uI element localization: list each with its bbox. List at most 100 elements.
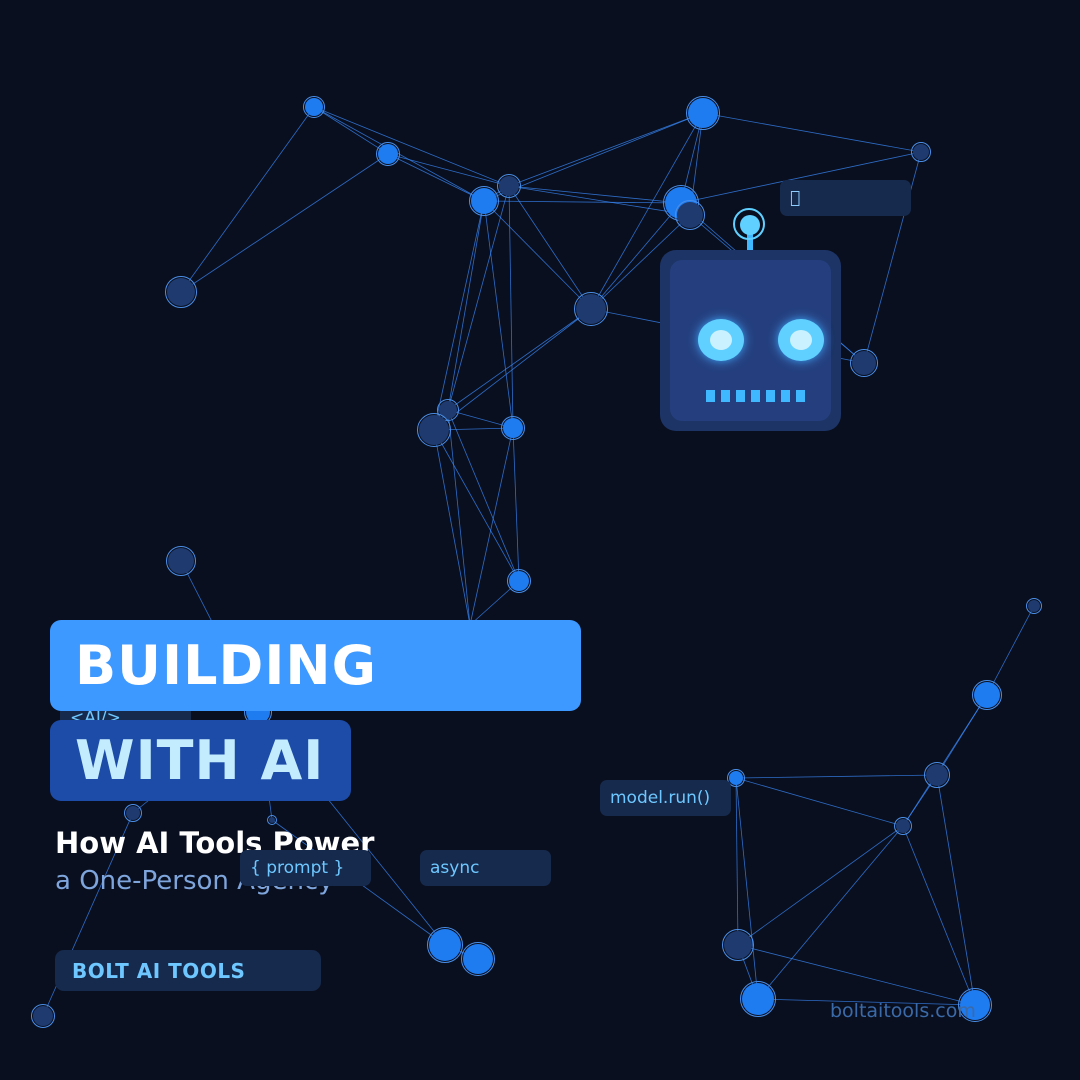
antenna-light <box>740 215 760 235</box>
network-edge <box>447 308 592 411</box>
antenna-ring <box>733 208 765 240</box>
network-edge <box>508 185 691 216</box>
network-node <box>499 176 519 196</box>
network-node-ring <box>165 276 197 308</box>
network-edge <box>735 777 739 946</box>
network-node <box>463 944 493 974</box>
network-node <box>439 401 457 419</box>
network-node <box>724 931 752 959</box>
network-node-ring <box>469 186 499 216</box>
network-edge <box>590 202 682 310</box>
robot-eye-right <box>778 319 824 361</box>
robot-mouth <box>706 390 805 402</box>
network-edge <box>508 112 704 187</box>
network-node-ring <box>727 769 745 787</box>
network-edge <box>469 427 514 626</box>
network-node-ring <box>427 927 463 963</box>
network-edge <box>483 200 592 310</box>
network-node <box>960 990 990 1020</box>
network-node-ring <box>958 988 992 1022</box>
network-node <box>1028 600 1040 612</box>
network-node-ring <box>574 292 608 326</box>
network-edge <box>387 153 485 202</box>
network-node-ring <box>850 349 878 377</box>
network-node <box>378 144 398 164</box>
network-node-ring <box>740 981 776 1017</box>
model-run-chip: model.run() <box>600 780 731 816</box>
network-node-ring <box>675 200 705 230</box>
network-node <box>677 202 703 228</box>
network-edge <box>757 825 904 1000</box>
network-edge <box>447 409 471 626</box>
network-node-ring <box>924 762 950 788</box>
network-edge <box>387 153 510 187</box>
network-edge <box>735 774 938 779</box>
robot-head <box>660 250 841 431</box>
network-edge <box>433 429 520 582</box>
network-node <box>126 806 140 820</box>
network-edge <box>447 185 510 411</box>
network-node <box>688 98 718 128</box>
network-node-ring <box>267 815 277 825</box>
network-node-ring <box>501 416 525 440</box>
network-node <box>168 548 194 574</box>
headline-line-2: WITH AI <box>50 720 351 801</box>
network-node <box>269 817 275 823</box>
network-edge <box>508 185 682 204</box>
network-node-ring <box>31 1004 55 1028</box>
network-edge <box>737 825 904 946</box>
network-edge <box>863 151 922 364</box>
network-edge <box>433 308 592 431</box>
network-node-ring <box>972 680 1002 710</box>
network-node <box>974 682 1000 708</box>
network-node <box>926 764 948 786</box>
network-edge <box>447 200 485 411</box>
network-edge <box>433 429 471 626</box>
antenna-stem <box>747 231 753 251</box>
headline-line-1: BUILDING <box>50 620 581 711</box>
network-edge <box>508 185 592 310</box>
network-edge <box>447 409 520 582</box>
network-node-ring <box>303 96 325 118</box>
robot-label-chip:   <box>780 180 911 216</box>
brand-badge: BOLT AI TOOLS <box>55 950 321 991</box>
network-node <box>167 278 195 306</box>
network-node <box>305 98 323 116</box>
network-node <box>852 351 876 375</box>
network-edge <box>433 200 485 431</box>
network-node-ring <box>722 929 754 961</box>
network-edge <box>702 112 922 153</box>
network-edge <box>680 151 922 204</box>
network-edge <box>902 694 988 827</box>
network-node-ring <box>911 142 931 162</box>
robot-icon <box>660 205 842 431</box>
network-node <box>913 144 929 160</box>
network-node <box>471 188 497 214</box>
website-url: boltaitools.com <box>830 1000 976 1022</box>
network-edge <box>986 605 1035 696</box>
network-edge <box>902 825 976 1006</box>
network-edge <box>469 580 520 626</box>
network-edge <box>180 106 315 293</box>
network-node-ring <box>124 804 142 822</box>
network-edge <box>757 998 976 1006</box>
network-edge <box>590 214 691 310</box>
network-node-ring <box>497 174 521 198</box>
robot-face <box>670 260 831 421</box>
network-edge <box>180 153 389 293</box>
network-node <box>509 571 529 591</box>
network-edge <box>590 112 704 310</box>
network-edge <box>735 777 904 827</box>
network-edge <box>483 200 682 204</box>
network-node-ring <box>417 413 451 447</box>
network-node <box>33 1006 53 1026</box>
network-node-ring <box>507 569 531 593</box>
async-chip: async <box>420 850 551 886</box>
network-node-ring <box>894 817 912 835</box>
network-edge <box>936 774 976 1006</box>
network-node <box>419 415 449 445</box>
network-node <box>896 819 910 833</box>
network-edge <box>512 427 520 582</box>
network-node <box>576 294 606 324</box>
